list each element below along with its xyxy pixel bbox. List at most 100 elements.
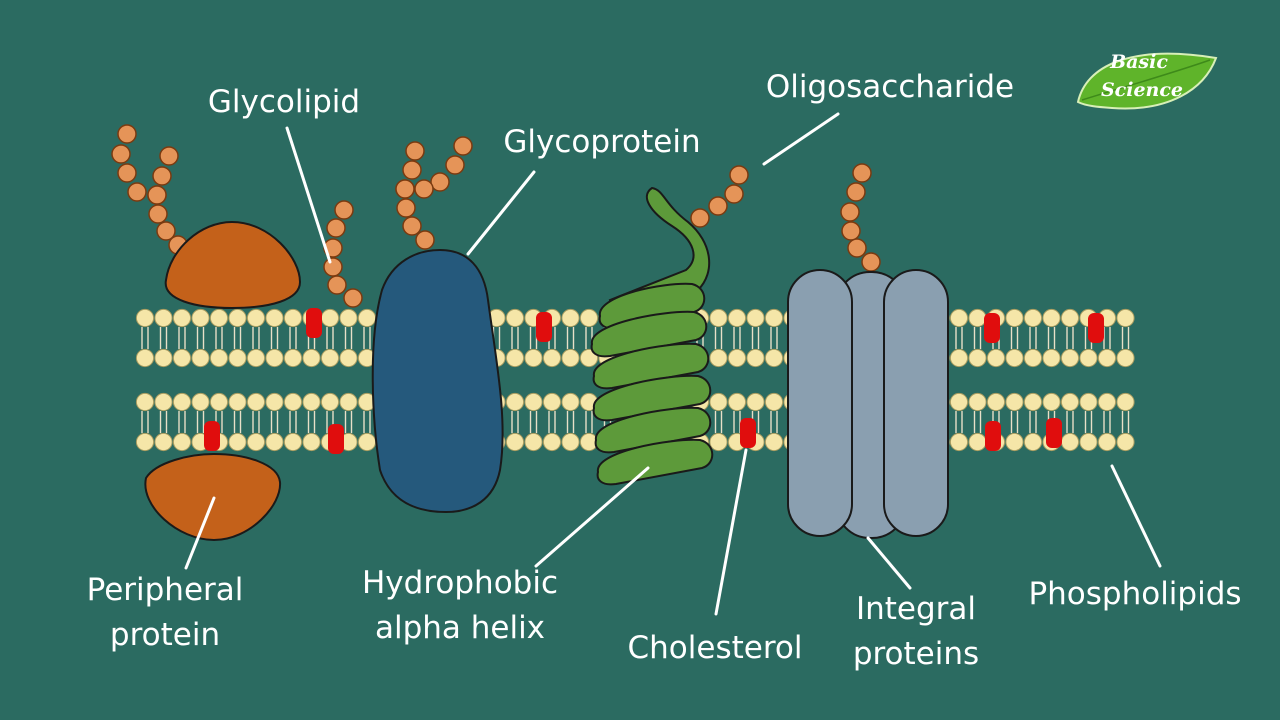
leaf-icon — [1076, 52, 1218, 110]
sugar-bead — [148, 204, 168, 224]
phospholipid-head — [154, 348, 173, 368]
sugar-bead — [117, 124, 137, 144]
sugar-bead — [396, 198, 416, 218]
helix-coil — [598, 282, 706, 330]
leader-glycolipid — [285, 126, 332, 264]
phospholipid-head — [135, 348, 155, 368]
phospholipid-head — [1060, 308, 1080, 328]
sugar-bead — [414, 179, 434, 199]
phospholipid-head — [339, 308, 358, 328]
leader-glycoprotein — [466, 170, 536, 256]
leader-alpha-helix — [534, 466, 650, 568]
label-hydrophobic-line2: alpha helix — [375, 610, 545, 646]
label-glycoprotein: Glycoprotein — [503, 124, 700, 160]
phospholipid-head — [949, 308, 969, 328]
helix-coil — [596, 438, 714, 486]
phospholipid-head — [283, 392, 303, 412]
phospholipid-head — [265, 392, 284, 412]
label-integral-line2: proteins — [853, 636, 979, 672]
phospholipid-head — [302, 432, 321, 452]
phospholipid-head — [135, 432, 155, 452]
phospholipid-head — [1079, 432, 1098, 452]
phospholipid-head — [191, 308, 210, 328]
phospholipid-head — [1116, 308, 1135, 328]
phospholipid-head — [986, 392, 1006, 412]
label-integral-line1: Integral — [856, 591, 976, 627]
helix-coil — [590, 310, 708, 358]
phospholipid-head — [764, 432, 784, 452]
logo-line1: Basic — [1109, 51, 1168, 73]
phospholipid-head — [283, 308, 303, 328]
phospholipid-head — [246, 348, 266, 368]
phospholipid-head — [524, 348, 543, 368]
phospholipid-head — [1116, 392, 1135, 412]
cholesterol-molecule — [985, 421, 1001, 451]
phospholipid-head — [172, 308, 192, 328]
phospholipid-head — [320, 308, 340, 328]
phospholipid-head — [968, 392, 987, 412]
phospholipid-head — [154, 308, 173, 328]
sugar-bead — [326, 218, 346, 238]
phospholipid-head — [764, 348, 784, 368]
leader-lines — [184, 112, 1162, 616]
label-peripheral-line2: protein — [110, 617, 220, 653]
phospholipid-head — [302, 392, 321, 412]
phospholipid-head — [727, 392, 747, 412]
integral-subunit-left — [787, 269, 853, 537]
helix-coil — [592, 374, 712, 422]
phospholipid-head — [246, 392, 266, 412]
leader-cholesterol — [714, 448, 748, 616]
phospholipid-head — [209, 348, 229, 368]
sugar-bead — [445, 155, 465, 175]
phospholipid-head — [579, 348, 599, 368]
phospholipid-head — [1023, 392, 1043, 412]
phospholipid-head — [1097, 392, 1117, 412]
sugar-bead — [405, 141, 425, 161]
sugar-bead — [159, 146, 179, 166]
phospholipid-head — [561, 348, 580, 368]
phospholipid-head — [746, 308, 765, 328]
peripheral-protein-bottom — [144, 452, 282, 542]
phospholipid-head — [135, 392, 155, 412]
cholesterol-molecule — [740, 418, 756, 448]
phospholipid-head — [1097, 432, 1117, 452]
phospholipid-head — [746, 348, 765, 368]
phospholipid-head — [949, 348, 969, 368]
phospholipid-head — [246, 432, 266, 452]
leader-oligosaccharide — [762, 112, 840, 166]
label-glycolipid: Glycolipid — [208, 84, 360, 120]
phospholipid-head — [727, 308, 747, 328]
label-hydrophobic-line1: Hydrophobic — [362, 565, 558, 601]
phospholipid-head — [265, 308, 284, 328]
phospholipid-head — [949, 392, 969, 412]
phospholipid-head — [968, 308, 987, 328]
phospholipid-head — [709, 348, 728, 368]
phospholipid-head — [949, 432, 969, 452]
helix-coil — [594, 406, 712, 454]
logo-line2: Science — [1101, 79, 1183, 101]
sugar-bead — [117, 163, 137, 183]
phospholipid-head — [1116, 348, 1135, 368]
phospholipid-head — [339, 392, 358, 412]
sugar-bead — [152, 166, 172, 186]
phospholipid-head — [1023, 348, 1043, 368]
phospholipid-head — [1097, 348, 1117, 368]
sugar-bead — [323, 257, 343, 277]
phospholipid-head — [746, 392, 765, 412]
phospholipid-head — [265, 432, 284, 452]
phospholipid-head — [1005, 392, 1024, 412]
phospholipid-head — [505, 348, 525, 368]
phospholipid-head — [709, 392, 728, 412]
integral-subunit-right — [883, 269, 949, 537]
phospholipid-head — [1023, 432, 1043, 452]
phospholipid-head — [320, 348, 340, 368]
sugar-bead — [402, 160, 422, 180]
cholesterol-molecule — [1088, 313, 1104, 343]
phospholipid-head — [1005, 308, 1024, 328]
peripheral-protein-top — [164, 220, 302, 310]
phospholipid-head — [265, 348, 284, 368]
phospholipid-head — [968, 348, 987, 368]
integral-protein — [787, 269, 949, 539]
phospholipid-head — [320, 392, 340, 412]
